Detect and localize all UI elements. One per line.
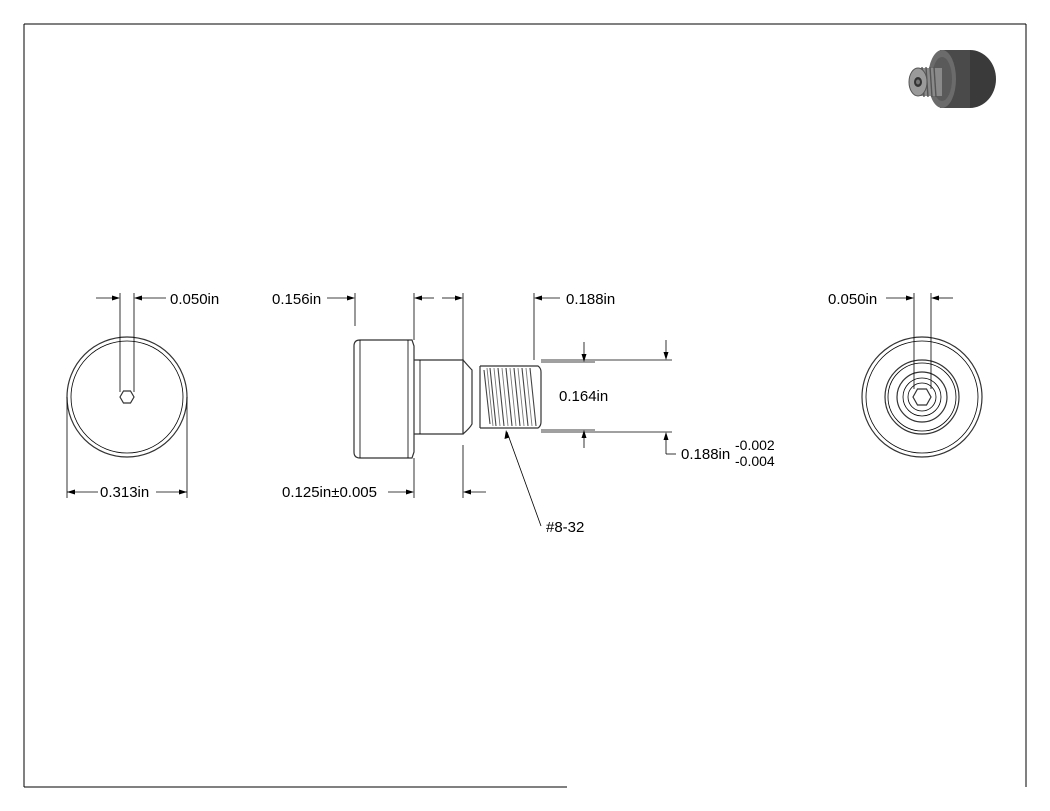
dim-thread-length: 0.188in: [566, 291, 615, 308]
thread-callout: #8-32: [546, 519, 584, 536]
dim-thread-diameter: 0.164in: [559, 388, 608, 405]
dim-shoulder-length: 0.125in±0.005: [282, 484, 377, 501]
isometric-view: [908, 50, 996, 108]
dim-head-height: 0.156in: [272, 291, 321, 308]
dim-front-diameter: 0.313in: [100, 484, 149, 501]
front-view: [66, 293, 188, 498]
side-view: [327, 293, 676, 527]
dim-tol-upper: -0.002: [735, 437, 775, 453]
dim-front-hex: 0.050in: [170, 291, 219, 308]
dim-rear-hex: 0.050in: [828, 291, 877, 308]
rear-view: [861, 293, 983, 458]
dim-shoulder-diameter: 0.188in: [681, 446, 730, 463]
sheet-border: [23, 23, 1027, 788]
dim-tol-lower: -0.004: [735, 453, 775, 469]
